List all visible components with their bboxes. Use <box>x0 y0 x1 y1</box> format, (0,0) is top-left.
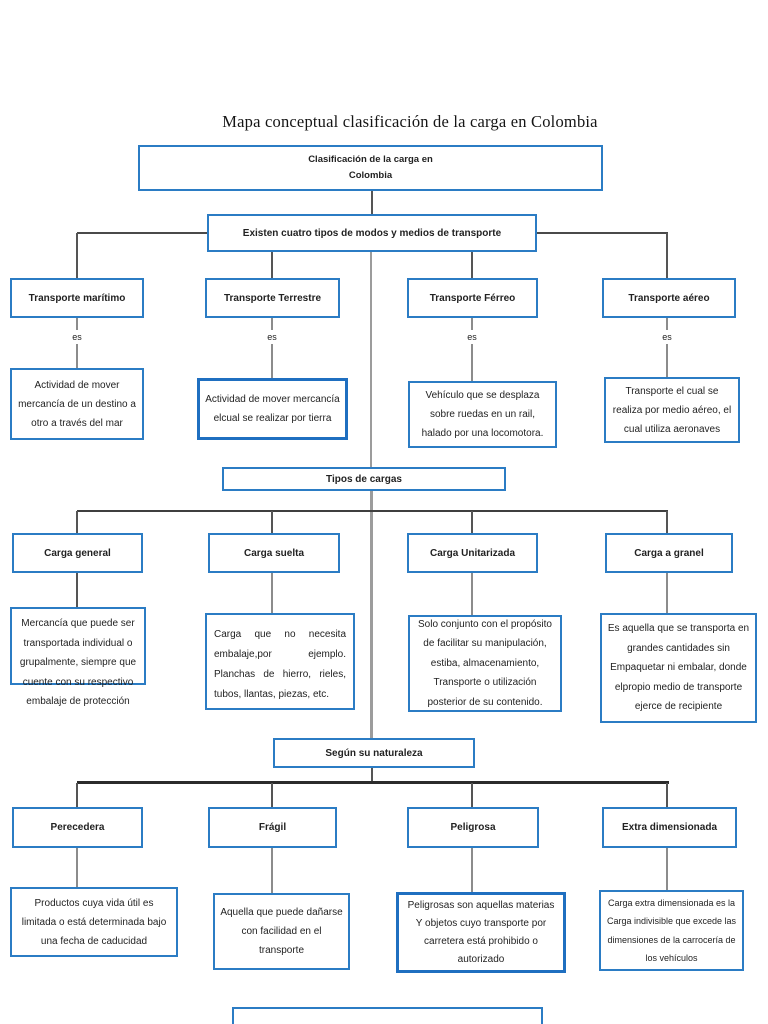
desc-text: Actividad de mover mercancía de un desti… <box>18 379 136 429</box>
node-label: Peligrosa <box>450 822 496 833</box>
connector-line <box>271 318 273 331</box>
node-label: Según su naturaleza <box>325 747 423 759</box>
segun-su-naturaleza-node: Según su naturaleza <box>273 738 475 768</box>
nature-node-fragil: Frágil <box>208 807 337 848</box>
nature-desc-fragil: Aquella que puede dañarse con facilidad … <box>213 893 350 970</box>
desc-text: Productos cuya vida útil es limitada o e… <box>21 897 167 947</box>
desc-text: Actividad de mover mercancía elcual se r… <box>205 394 340 424</box>
transport-node-ferreo: Transporte Férreo <box>407 278 538 318</box>
desc-text: Carga extra dimensionada es la Carga ind… <box>606 897 737 963</box>
connector-line <box>666 783 668 807</box>
connector-line <box>471 233 473 278</box>
connector-line <box>471 573 473 615</box>
connector-line <box>471 344 473 381</box>
connector-line <box>370 491 373 738</box>
cargo-desc-general: Mercancía que puede ser transportada ind… <box>10 607 146 707</box>
root-node-label: Clasificación de la carga en Colombia <box>308 153 433 181</box>
desc-text: Es aquella que se transporta en grandes … <box>607 623 750 713</box>
node-label: Carga a granel <box>634 547 704 559</box>
node-label: Transporte Férreo <box>429 292 516 304</box>
cargo-node-granel: Carga a granel <box>605 533 733 573</box>
node-label: Carga suelta <box>243 547 305 559</box>
connector-line <box>76 233 78 278</box>
node-label: Carga general <box>44 547 111 559</box>
connector-line <box>371 768 373 782</box>
nature-desc-perecedera: Productos cuya vida útil es limitada o e… <box>10 887 178 957</box>
next-page-box-partial <box>232 1007 543 1024</box>
connector-line <box>271 511 273 533</box>
connector-line <box>666 233 668 278</box>
root-node: Clasificación de la carga en Colombia <box>138 145 603 191</box>
desc-text: Transporte el cual se realiza por medio … <box>612 385 732 435</box>
nature-node-perecedera: Perecedera <box>12 807 143 848</box>
connector-line <box>271 848 273 893</box>
level1-node: Existen cuatro tipos de modos y medios d… <box>207 214 537 252</box>
nature-desc-peligrosa: Peligrosas son aquellas materias Y objet… <box>396 892 566 973</box>
cargo-node-suelta: Carga suelta <box>208 533 340 573</box>
transport-node-terrestre: Transporte Terrestre <box>205 278 340 318</box>
connector-line <box>471 848 473 892</box>
connector-line <box>666 573 668 613</box>
cargo-node-unitarizada: Carga Unitarizada <box>407 533 538 573</box>
transport-node-maritimo: Transporte marítimo <box>10 278 144 318</box>
connector-line <box>666 344 668 377</box>
transport-desc-ferreo: Vehículo que se desplaza sobre ruedas en… <box>408 381 557 448</box>
level1-node-label: Existen cuatro tipos de modos y medios d… <box>242 227 502 239</box>
connector-line <box>666 511 668 533</box>
cargo-desc-unitarizada: Solo conjunto con el propósito de facili… <box>408 615 562 712</box>
connector-line <box>76 783 78 807</box>
node-label: Transporte marítimo <box>28 292 126 304</box>
connector-line <box>471 318 473 331</box>
cargo-desc-suelta: Carga que no necesita embalaje,por ejemp… <box>205 613 355 710</box>
node-label: Carga Unitarizada <box>429 547 516 559</box>
connector-line <box>76 318 78 331</box>
connector-line <box>76 848 78 887</box>
connector-line <box>76 573 78 607</box>
transport-desc-aereo: Transporte el cual se realiza por medio … <box>604 377 740 443</box>
connector-line <box>77 781 669 784</box>
page-title: Mapa conceptual clasificación de la carg… <box>222 112 598 131</box>
nature-desc-extra-dimensionada: Carga extra dimensionada es la Carga ind… <box>599 890 744 971</box>
transport-node-aereo: Transporte aéreo <box>602 278 736 318</box>
transport-desc-terrestre: Actividad de mover mercancía elcual se r… <box>197 378 348 440</box>
desc-text: Solo conjunto con el propósito de facili… <box>418 618 552 708</box>
desc-text: Peligrosas son aquellas materias Y objet… <box>407 899 555 965</box>
cargo-node-general: Carga general <box>12 533 143 573</box>
node-label: Transporte Terrestre <box>223 292 322 304</box>
connector-line <box>471 511 473 533</box>
es-connector-label: es <box>67 330 87 344</box>
nature-node-peligrosa: Peligrosa <box>407 807 539 848</box>
es-connector-label: es <box>462 330 482 344</box>
desc-text: Carga que no necesita embalaje,por ejemp… <box>214 629 346 700</box>
connector-line <box>77 510 668 512</box>
node-label: Extra dimensionada <box>621 822 718 833</box>
connector-line <box>271 783 273 807</box>
nature-node-extra-dimensionada: Extra dimensionada <box>602 807 737 848</box>
es-connector-label: es <box>657 330 677 344</box>
es-connector-label: es <box>262 330 282 344</box>
node-label: Frágil <box>258 822 287 833</box>
connector-line <box>271 344 273 378</box>
node-label: Transporte aéreo <box>628 292 710 304</box>
connector-line <box>666 318 668 331</box>
tipos-de-cargas-node: Tipos de cargas <box>222 467 506 491</box>
connector-line <box>76 511 78 533</box>
cargo-desc-granel: Es aquella que se transporta en grandes … <box>600 613 757 723</box>
connector-line <box>371 191 373 215</box>
connector-line <box>76 344 78 368</box>
node-label: Perecedera <box>50 822 105 833</box>
transport-desc-maritimo: Actividad de mover mercancía de un desti… <box>10 368 144 440</box>
connector-line <box>666 848 668 890</box>
desc-text: Mercancía que puede ser transportada ind… <box>19 618 137 707</box>
connector-line <box>271 233 273 278</box>
node-label: Tipos de cargas <box>326 473 402 485</box>
connector-line <box>271 573 273 613</box>
desc-text: Aquella que puede dañarse con facilidad … <box>220 907 343 956</box>
desc-text: Vehículo que se desplaza sobre ruedas en… <box>421 390 544 439</box>
connector-line <box>471 783 473 807</box>
connector-line <box>370 252 372 467</box>
